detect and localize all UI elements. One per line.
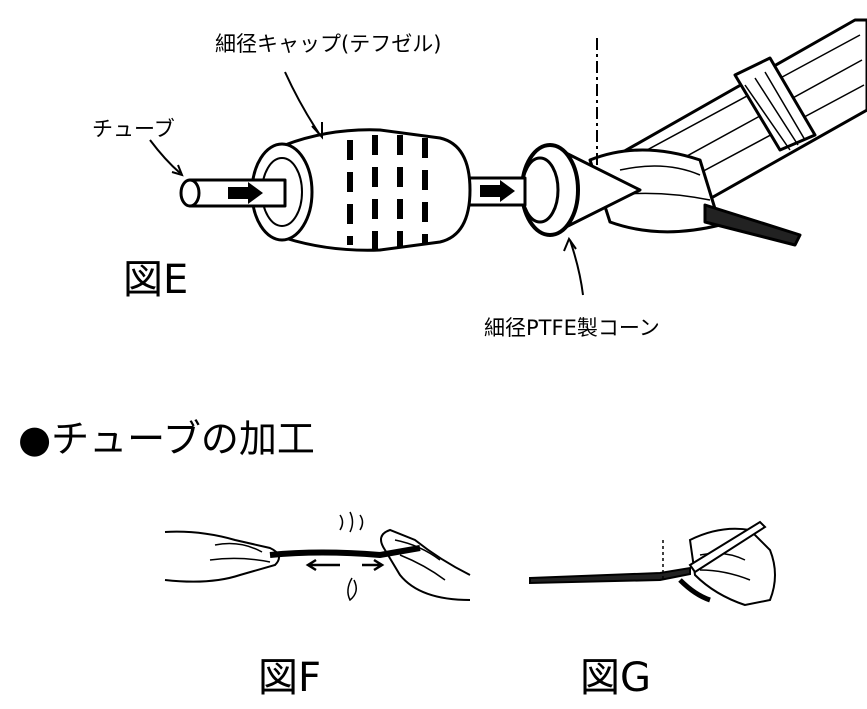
label-tube: チューブ	[92, 117, 175, 141]
arrowhead-cone	[563, 236, 577, 252]
leader-tube	[149, 139, 181, 174]
figure-f-drawing	[164, 511, 471, 602]
section-title: チューブの加工	[51, 417, 315, 461]
stretch-arrow-left	[305, 558, 340, 572]
leader-cone	[569, 239, 584, 296]
knife-g	[688, 520, 767, 574]
leader-cap	[284, 71, 321, 136]
figure-g-label: 図G	[580, 655, 651, 701]
hand-g	[688, 527, 776, 607]
figure-f-label: 図F	[258, 655, 322, 701]
left-hand-f	[164, 530, 280, 583]
arrowhead-cap	[311, 122, 323, 140]
tube-end	[179, 178, 201, 208]
callout-leaders	[149, 71, 584, 296]
stretch-arrow-right	[362, 558, 385, 572]
right-hand-f	[380, 528, 471, 601]
arrow-right	[480, 180, 515, 202]
arrow-left	[228, 182, 263, 204]
figure-g-drawing	[529, 520, 776, 607]
tube-end-g	[678, 578, 711, 603]
flame-f	[347, 577, 357, 602]
figure-e-drawing	[179, 18, 867, 252]
section-heading: ●チューブの加工	[18, 408, 315, 463]
label-cone: 細径PTFE製コーン	[484, 316, 660, 340]
gun-hook	[703, 203, 802, 247]
arrowhead-tube	[171, 164, 184, 177]
tube-f	[269, 545, 421, 559]
tube-g	[529, 566, 691, 585]
label-cap: 細径キャップ(テフゼル)	[215, 32, 442, 56]
section-bullet: ●	[18, 417, 52, 461]
heat-waves	[339, 511, 364, 533]
gun-ring	[733, 56, 817, 152]
figure-e-label: 図E	[123, 257, 189, 303]
